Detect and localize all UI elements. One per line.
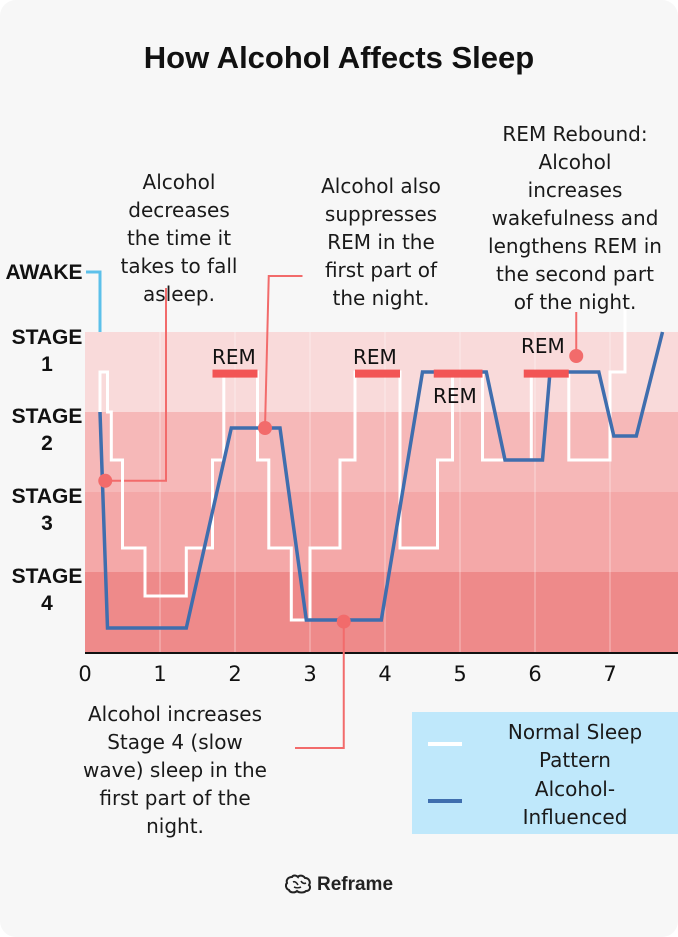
rem-bar	[433, 369, 483, 378]
dot-rem-rebound	[569, 349, 584, 363]
annotation-dots	[98, 349, 584, 629]
brand-footer: Reframe	[0, 874, 678, 896]
y-label-stage2: STAGE 2	[11, 405, 83, 455]
x-tick-label: 3	[303, 662, 317, 686]
stage-band-3	[85, 492, 678, 572]
y-label-awake: AWAKE	[5, 261, 83, 284]
stage-band-2	[85, 412, 678, 492]
connector-onset	[105, 288, 167, 482]
annotation-stage4: Alcohol increases Stage 4 (slow wave) sl…	[83, 702, 267, 838]
brand-name: Reframe	[316, 874, 394, 895]
x-tick-label: 6	[528, 662, 542, 686]
x-tick-label: 0	[78, 662, 92, 686]
legend-swatch-alcohol	[428, 799, 462, 803]
awake-marker-line	[86, 270, 102, 332]
rem-label: REM	[212, 345, 256, 369]
brain-icon	[284, 874, 311, 894]
x-tick-label: 7	[603, 662, 617, 686]
legend-swatch-normal	[428, 742, 462, 746]
y-label-stage4: STAGE 4	[11, 565, 83, 615]
stage-bands	[85, 332, 678, 652]
rem-bars	[212, 369, 569, 378]
rem-bar	[212, 369, 258, 378]
rem-bar	[523, 369, 569, 378]
x-tick-label: 5	[453, 662, 467, 686]
annotation-rem-suppression: Alcohol also suppresses REM in the first…	[321, 174, 441, 310]
annotation-sleep-onset: Alcohol decreases the time it takes to f…	[120, 170, 238, 306]
rem-label: REM	[521, 334, 565, 358]
dot-rem-suppression	[258, 421, 272, 435]
rem-bar	[355, 369, 400, 378]
y-label-stage3: STAGE 3	[11, 485, 83, 535]
page-title: How Alcohol Affects Sleep	[143, 40, 535, 75]
x-tick-label: 4	[378, 662, 392, 686]
legend-label-normal: Normal Sleep Pattern	[507, 720, 643, 772]
awake-marker	[86, 270, 102, 332]
annotation-connectors	[105, 275, 578, 749]
legend-label-alcohol: Alcohol- Influenced	[522, 777, 628, 829]
x-tick-label: 1	[153, 662, 167, 686]
x-tick-label: 2	[228, 662, 242, 686]
y-label-stage1: STAGE 1	[11, 326, 83, 376]
connector-stage4	[295, 621, 345, 749]
connector-rem-suppression	[264, 275, 303, 429]
dot-stage4	[336, 614, 351, 629]
legend: Normal Sleep Pattern Alcohol- Influenced	[412, 712, 678, 834]
rem-label: REM	[353, 345, 397, 369]
rem-label: REM	[433, 384, 477, 408]
dot-onset	[98, 473, 113, 488]
x-tick-label: 8	[670, 662, 678, 686]
annotation-rem-rebound: REM Rebound: Alcohol increases wakefulne…	[488, 122, 662, 314]
